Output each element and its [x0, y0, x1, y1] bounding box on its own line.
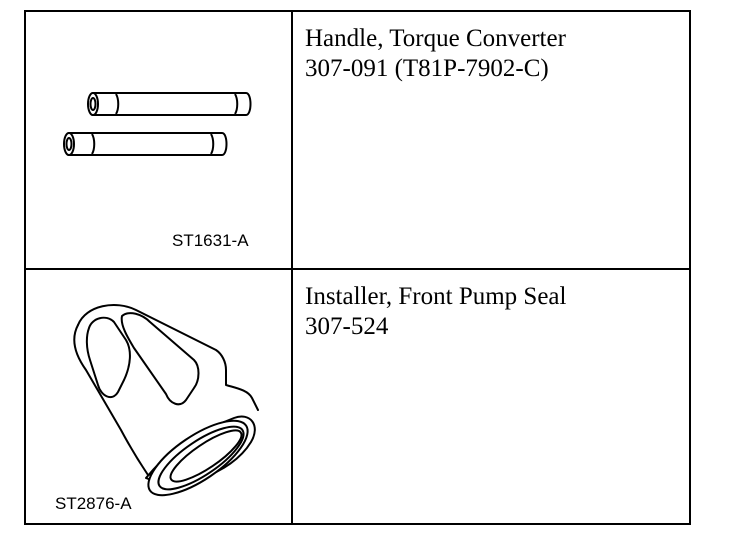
- tool-number: 307-524: [305, 313, 389, 340]
- tool-description-cell: Installer, Front Pump Seal 307-524: [293, 270, 689, 523]
- tool-name: Installer, Front Pump Seal: [305, 283, 567, 310]
- tool-number: 307-091 (T81P-7902-C): [305, 55, 549, 82]
- figure-code: ST1631-A: [172, 231, 249, 250]
- tool-row: ST1631-A Handle, Torque Converter 307-09…: [26, 12, 689, 270]
- tool-image-cell: ST2876-A: [26, 270, 293, 523]
- torque-converter-handle-illustration: [63, 92, 252, 156]
- tool-name: Handle, Torque Converter: [305, 25, 566, 52]
- figure-code: ST2876-A: [55, 494, 132, 513]
- tool-row: ST2876-A Installer, Front Pump Seal 307-…: [26, 270, 689, 523]
- tool-description-cell: Handle, Torque Converter 307-091 (T81P-7…: [293, 12, 689, 268]
- front-pump-seal-installer-illustration: [73, 304, 259, 497]
- tool-image-cell: ST1631-A: [26, 12, 293, 268]
- special-tools-table: ST1631-A Handle, Torque Converter 307-09…: [24, 10, 691, 525]
